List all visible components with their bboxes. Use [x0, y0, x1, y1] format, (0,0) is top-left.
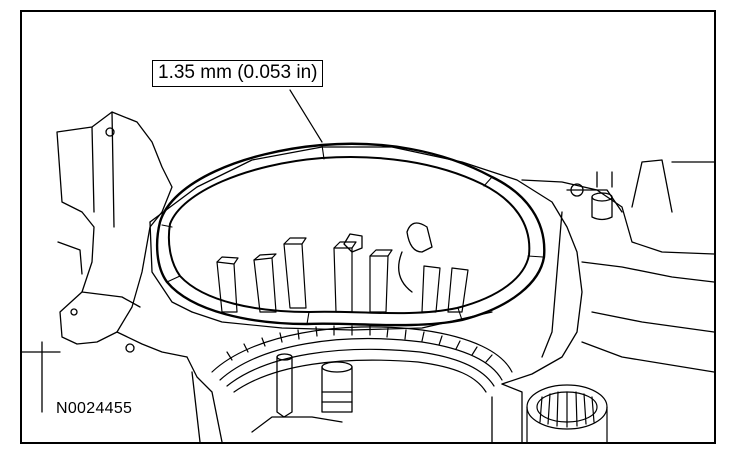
bearing — [526, 384, 608, 442]
case-flange — [149, 146, 583, 385]
callout-leader-line — [289, 89, 323, 143]
dowel-pin — [591, 196, 613, 221]
ring-gear — [211, 325, 513, 393]
sensor — [343, 233, 363, 253]
diagram-frame: 1.35 mm (0.053 in) N0024455 — [20, 10, 716, 444]
transmission-case-illustration — [22, 89, 714, 442]
gasket-inner — [167, 156, 531, 315]
case-housing-right — [521, 179, 714, 255]
dimension-callout: 1.35 mm (0.053 in) — [152, 60, 324, 87]
case-housing-left — [56, 111, 173, 345]
output-shaft — [251, 353, 353, 433]
clutch-drum — [191, 237, 493, 331]
figure-id: N0024455 — [56, 400, 133, 417]
bolt-hole — [105, 127, 115, 137]
dimension-callout-text: 1.35 mm (0.053 in) — [158, 62, 318, 83]
